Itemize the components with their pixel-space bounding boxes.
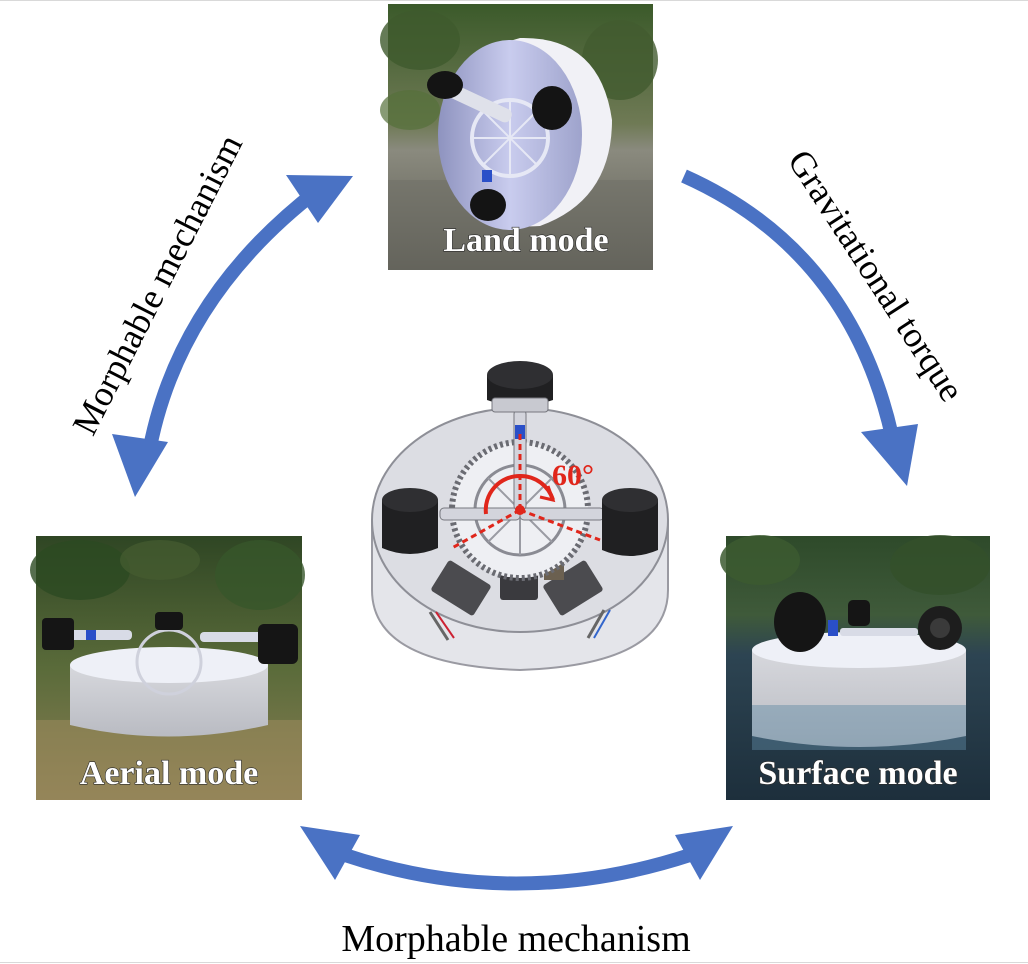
bottom-border: [0, 962, 1028, 963]
land-mode-label: Land mode: [443, 222, 608, 259]
angle-indicator: [451, 432, 601, 550]
land-robot-image: [427, 37, 612, 230]
left-transition-arrow: [112, 175, 353, 497]
surface-mode-label: Surface mode: [758, 755, 957, 792]
surface-robot-image: [752, 592, 966, 750]
motor-top: [487, 361, 553, 413]
surface-mode-panel: Surface mode: [720, 535, 990, 800]
top-border: [0, 0, 1028, 1]
land-mode-panel: Land mode: [380, 4, 658, 270]
right-transition-arrow: [681, 169, 918, 486]
angle-label: 60°: [552, 459, 594, 492]
aerial-mode-label: Aerial mode: [80, 755, 258, 792]
bottom-transition-arrow: [300, 826, 733, 891]
motor-left: [382, 488, 438, 554]
bottom-arrow-label: Morphable mechanism: [341, 918, 690, 960]
center-robot-model: 60°: [371, 361, 669, 672]
aerial-robot-image: [42, 612, 298, 737]
motor-right: [602, 488, 658, 556]
aerial-mode-panel: Aerial mode: [30, 536, 305, 800]
